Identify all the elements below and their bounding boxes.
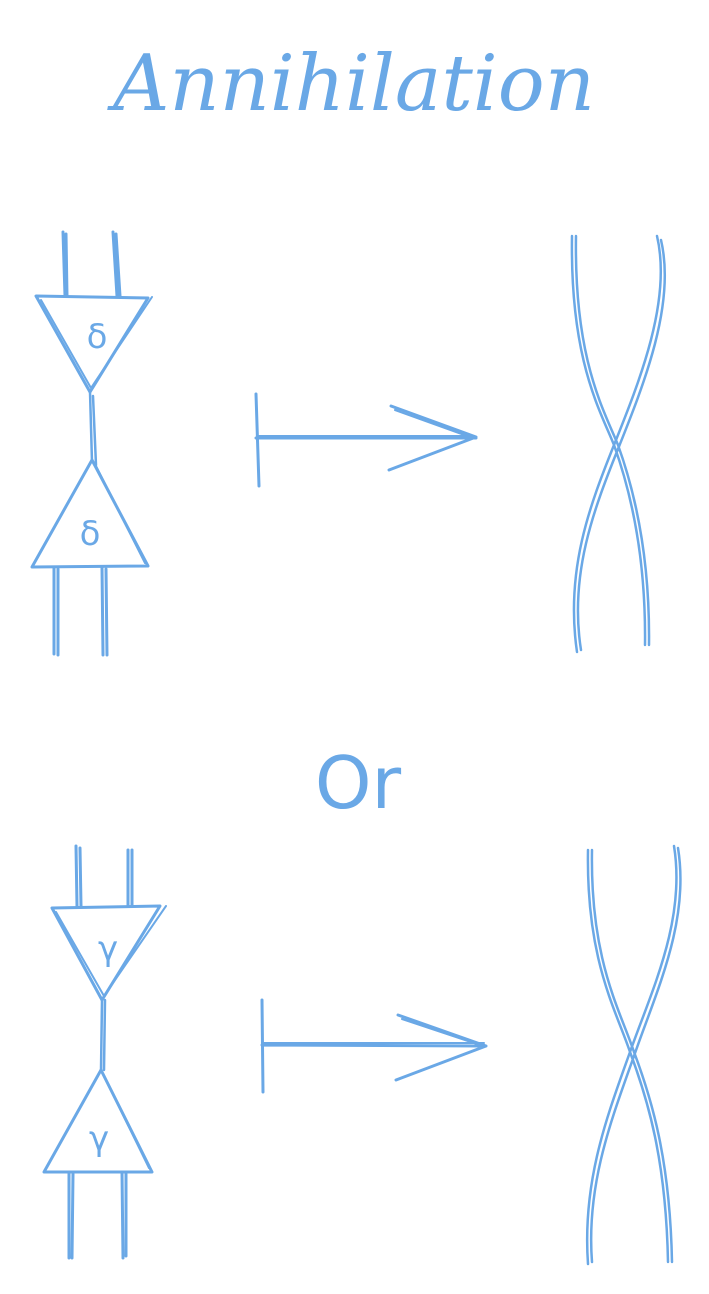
rule-delta xyxy=(30,230,667,657)
delta-principal-link xyxy=(88,390,98,467)
gamma-bottom-wire-right xyxy=(120,1170,128,1260)
gamma-top-agent xyxy=(50,904,162,1002)
diagram-title: Annihilation xyxy=(107,39,595,129)
delta-bottom-agent-label: δ xyxy=(80,514,101,554)
gamma-bottom-agent-label: γ xyxy=(89,1119,109,1159)
delta-top-wire-left xyxy=(61,230,69,298)
gamma-top-wire-left xyxy=(74,844,83,908)
gamma-top-agent-label: γ xyxy=(98,929,118,969)
delta-mapsto-arrow xyxy=(254,392,478,488)
gamma-bottom-wire-left xyxy=(67,1170,75,1260)
gamma-result-crossed-wires xyxy=(585,844,682,1266)
gamma-top-wire-right xyxy=(126,848,134,908)
rule-gamma xyxy=(42,844,682,1266)
delta-top-agent-label: δ xyxy=(87,317,108,357)
delta-result-crossed-wires xyxy=(570,234,667,654)
gamma-principal-link xyxy=(99,998,107,1072)
separator-label: Or xyxy=(315,741,402,825)
delta-top-wire-right xyxy=(111,230,122,298)
delta-bottom-wire-left xyxy=(52,565,60,657)
delta-bottom-wire-right xyxy=(100,565,109,657)
gamma-mapsto-arrow xyxy=(260,998,488,1094)
